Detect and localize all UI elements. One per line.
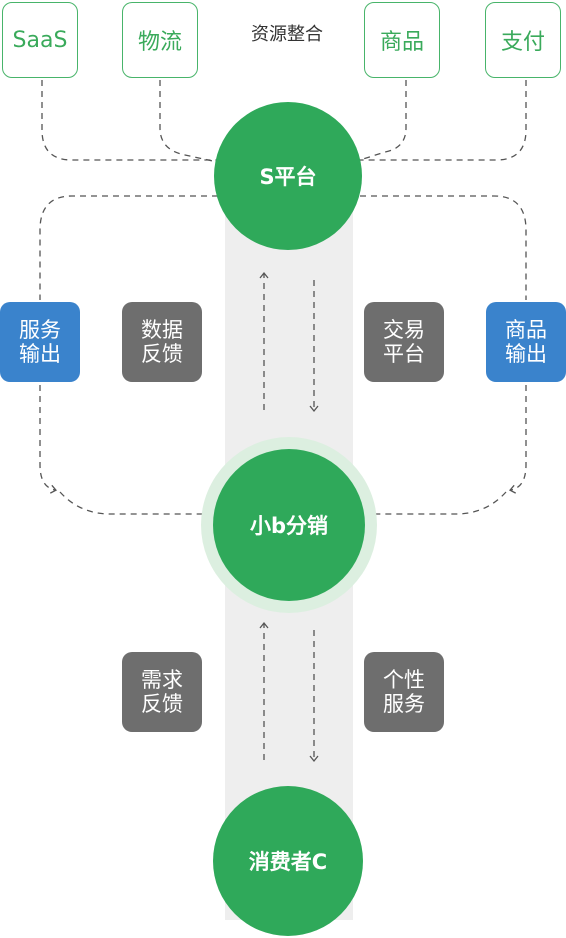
node-consumer: 消费者C	[213, 786, 363, 936]
link-right-loop-down	[508, 385, 527, 494]
link-saas	[41, 80, 220, 161]
node-payment: 支付	[485, 2, 561, 78]
tag-line: 需求	[141, 668, 183, 692]
tag-line: 交易	[383, 318, 425, 342]
node-saas: SaaS	[2, 2, 78, 78]
node-logistics: 物流	[122, 2, 198, 78]
tag-line: 服务	[19, 318, 61, 342]
tag-demand-feedback: 需求 反馈	[122, 652, 202, 732]
node-goods: 商品	[364, 2, 440, 78]
tag-line: 输出	[505, 342, 547, 366]
node-s-platform: S平台	[214, 102, 362, 250]
tag-line: 平台	[383, 342, 425, 366]
link-left-loop	[39, 195, 218, 300]
node-small-b-distribution: 小b分销	[213, 449, 365, 601]
link-left-bottom	[59, 491, 215, 515]
resource-integration-caption: 资源整合	[251, 24, 323, 45]
tag-personal-service: 个性 服务	[364, 652, 444, 732]
tag-service-output: 服务 输出	[0, 302, 80, 382]
tag-line: 输出	[19, 342, 61, 366]
tag-trade-platform: 交易 平台	[364, 302, 444, 382]
link-goods	[359, 80, 407, 161]
tag-line: 数据	[141, 318, 183, 342]
link-payment	[358, 80, 527, 161]
tag-line: 个性	[383, 668, 425, 692]
link-right-loop	[360, 195, 527, 300]
link-left-loop-down	[39, 385, 58, 494]
link-logistics	[159, 80, 223, 164]
tag-line: 反馈	[141, 692, 183, 716]
tag-data-feedback: 数据 反馈	[122, 302, 202, 382]
tag-line: 反馈	[141, 342, 183, 366]
tag-line: 商品	[505, 318, 547, 342]
link-right-bottom	[362, 491, 507, 515]
tag-line: 服务	[383, 692, 425, 716]
tag-goods-output: 商品 输出	[486, 302, 566, 382]
